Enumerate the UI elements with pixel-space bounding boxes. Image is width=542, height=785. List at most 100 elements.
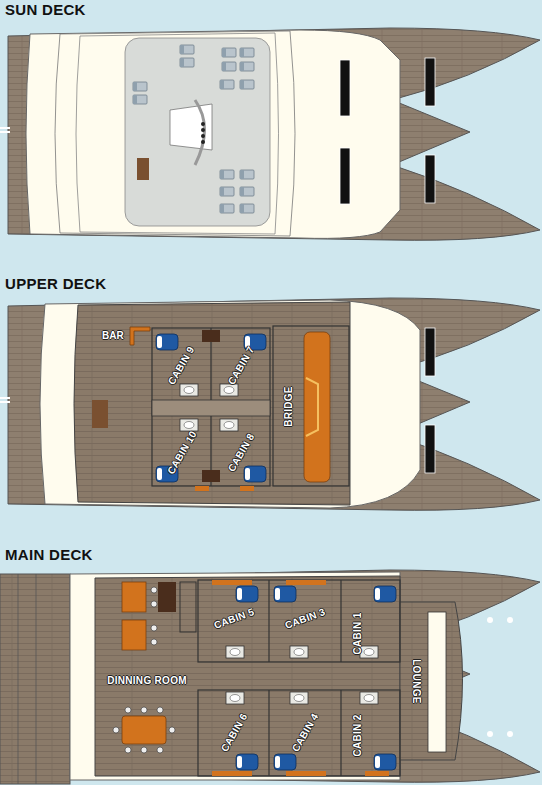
sun-deck-hull [195, 100, 205, 165]
room-label: CABIN 5 [212, 606, 255, 631]
main-deck-rooms [236, 586, 258, 602]
sun-deck-hull [76, 33, 279, 234]
room-label: CABIN 3 [283, 606, 326, 631]
main-deck-hull [507, 617, 513, 623]
main-deck-hull [70, 572, 400, 780]
upper-deck-rooms [130, 327, 150, 345]
lounge-room: LOUNGE [404, 606, 428, 756]
sun-deck-hull [340, 60, 350, 116]
room-label: CABIN 6 [219, 711, 250, 753]
main-deck-rooms [274, 586, 296, 602]
deck-title: MAIN DECK [5, 546, 93, 563]
main-deck-rooms [151, 625, 157, 631]
main-deck-hull [8, 570, 540, 782]
sun-deck-hull [240, 187, 254, 196]
cabin-room: CABIN 10 [153, 418, 210, 486]
sun-deck-hull [0, 131, 10, 133]
upper-deck-hull [92, 400, 108, 428]
bridge-room: BRIDGE [274, 328, 302, 484]
sun-deck-hull [26, 30, 400, 238]
upper-deck-rooms [306, 378, 318, 436]
main-deck-rooms [428, 612, 446, 752]
upper-deck-rooms [202, 330, 220, 342]
main-deck-rooms [141, 747, 147, 753]
sun-deck-hull [133, 82, 147, 91]
upper-deck-rooms [130, 326, 349, 491]
area-label: BAR [102, 330, 124, 341]
main-deck-rooms [374, 754, 396, 770]
main-deck-rooms [286, 580, 326, 585]
sun-deck-hull [8, 28, 540, 240]
main-deck-rooms [151, 601, 157, 607]
upper-deck-hull [0, 401, 10, 403]
upper-deck-rooms [180, 384, 198, 396]
cabin-room: CABIN 8 [212, 418, 270, 486]
main-deck-hull [0, 574, 70, 784]
main-deck-hull [95, 576, 400, 776]
upper-deck-rooms [152, 328, 270, 486]
upper-deck-rooms [304, 332, 330, 482]
room-label: CABIN 4 [290, 711, 321, 753]
cabin-room: CABIN 2 [342, 700, 372, 770]
cabin-room: CABIN 5 [200, 592, 268, 644]
sun-deck-hull [240, 80, 254, 89]
main-deck-rooms [365, 771, 389, 776]
sun-deck-hull [201, 128, 205, 132]
upper-deck-hull [0, 298, 540, 510]
room-label: CABIN 10 [165, 428, 199, 475]
main-deck-rooms [113, 587, 175, 753]
sun-deck-hull [340, 58, 435, 204]
room-label: LOUNGE [411, 659, 422, 704]
main-deck-rooms [125, 707, 131, 713]
sun-deck-hull [180, 58, 194, 67]
main-deck-rooms [198, 690, 400, 776]
sun-deck-hull [0, 127, 10, 129]
main-deck-rooms [340, 580, 341, 662]
room-label: BRIDGE [283, 386, 294, 427]
upper-deck-hull [74, 302, 350, 505]
sun-deck-hull [425, 58, 435, 106]
main-deck-hull [487, 731, 493, 737]
upper-deck-rooms [156, 334, 178, 350]
main-deck-rooms [180, 582, 196, 632]
main-deck-rooms [113, 727, 119, 733]
main-deck-rooms [157, 707, 163, 713]
upper-deck-rooms [220, 419, 238, 431]
cabin-room: CABIN 1 [342, 604, 372, 662]
main-deck-rooms [226, 646, 244, 658]
main-deck-rooms [340, 690, 341, 776]
upper-deck-rooms [152, 400, 270, 416]
main-deck-rooms [151, 587, 157, 593]
sun-deck-hull [240, 204, 254, 213]
sun-deck-hull [133, 95, 147, 104]
sun-deck-hull [220, 170, 234, 179]
main-deck-rooms [122, 582, 146, 612]
room-label: CABIN 9 [166, 344, 197, 386]
main-deck-rooms [268, 580, 269, 662]
main-deck-rooms [236, 754, 258, 770]
sun-deck-hull [125, 38, 270, 226]
main-deck-rooms [122, 620, 146, 650]
main-deck-rooms [286, 771, 326, 776]
sun-deck-hull [240, 48, 254, 57]
main-deck-rooms [212, 771, 252, 776]
sun-deck-hull [340, 148, 350, 204]
main-deck-rooms [141, 707, 147, 713]
upper-deck-hull [425, 328, 435, 473]
sun-deck-hull [0, 28, 540, 240]
main-deck-rooms [268, 690, 269, 776]
cabin-room: CABIN 7 [212, 330, 270, 400]
upper-deck-rooms [273, 326, 349, 486]
upper-deck-rooms [195, 486, 209, 491]
dining-room: DINNING ROOM [97, 662, 197, 698]
main-deck-rooms [157, 747, 163, 753]
main-deck-rooms [169, 727, 175, 733]
sun-deck-hull [55, 31, 295, 236]
main-deck-rooms [360, 646, 378, 658]
cabin-room: CABIN 6 [200, 708, 268, 756]
main-deck-rooms [212, 580, 252, 585]
room-label: CABIN 1 [352, 612, 363, 654]
room-label: CABIN 7 [226, 344, 257, 386]
sun-deck-hull [137, 158, 149, 180]
